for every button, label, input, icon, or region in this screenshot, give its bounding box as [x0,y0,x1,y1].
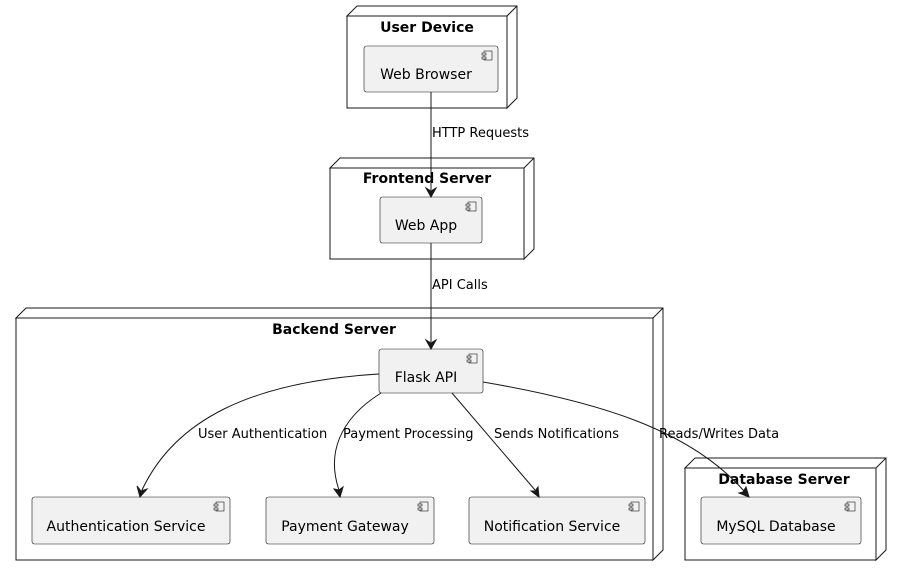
component-icon [481,50,493,61]
component-web-browser[interactable]: Web Browser [363,45,499,93]
edge-payment-processing: Payment Processing [332,392,473,499]
node-title-frontend-server: Frontend Server [363,171,491,187]
component-icon [628,501,640,512]
component-label-notification-service: Notification Service [484,519,621,535]
component-label-authentication-service: Authentication Service [47,519,206,535]
edge-user-authentication: User Authentication [136,373,380,499]
component-label-mysql-database: MySQL Database [716,519,835,535]
component-flask-api[interactable]: Flask API [378,348,484,394]
arrowhead [737,485,750,498]
arrowhead [136,485,149,499]
edge-label-sends-notifications: Sends Notifications [494,427,619,442]
edge-label-user-authentication: User Authentication [198,427,327,442]
component-label-web-app: Web App [395,218,457,234]
component-icon [844,501,856,512]
edge-label-reads-writes-data: Reads/Writes Data [659,427,779,442]
edge-api-calls: API Calls [424,243,488,351]
edge-label-api-calls: API Calls [432,278,488,293]
arrowhead [529,485,540,499]
component-label-flask-api: Flask API [395,370,458,386]
arrowhead [424,186,438,199]
node-title-database-server: Database Server [718,472,849,488]
component-icon [466,353,478,364]
component-payment-gateway[interactable]: Payment Gateway [265,496,435,545]
arrowhead [332,485,344,499]
component-label-payment-gateway: Payment Gateway [281,519,409,535]
component-web-app[interactable]: Web App [379,196,483,244]
component-icon [417,501,429,512]
component-notification-service[interactable]: Notification Service [468,496,646,545]
edge-sends-notifications: Sends Notifications [451,392,619,499]
component-icon [213,501,225,512]
edge-reads-writes-data: Reads/Writes Data [482,381,779,498]
component-mysql-database[interactable]: MySQL Database [700,496,862,545]
edge-label-http-requests: HTTP Requests [432,126,529,141]
node-title-user-device: User Device [380,20,474,36]
node-title-backend-server: Backend Server [272,322,396,338]
component-label-web-browser: Web Browser [380,67,472,83]
component-authentication-service[interactable]: Authentication Service [31,496,231,545]
component-icon [465,201,477,212]
edge-label-payment-processing: Payment Processing [343,427,473,442]
edge-http-requests: HTTP Requests [424,92,529,199]
arrowhead [424,338,438,351]
